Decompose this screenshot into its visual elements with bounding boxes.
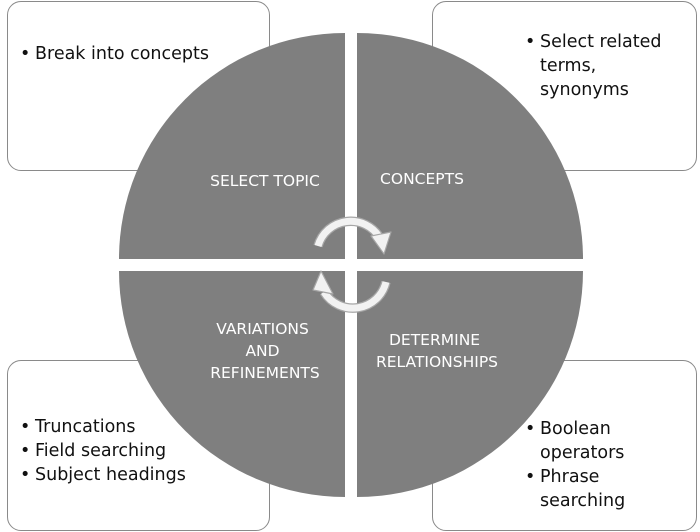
note-bullet: Break into concepts (20, 42, 209, 66)
note-bullet: Truncations (20, 415, 186, 439)
note-bullet: Select related terms, synonyms (525, 30, 690, 102)
cycle-arrow-upper-icon (313, 216, 392, 255)
note-bullet: Subject headings (20, 463, 186, 487)
quadrant-determine-relationships (357, 271, 583, 497)
label-line: DETERMINE (389, 331, 480, 349)
cycle-arrows-icon (312, 216, 392, 313)
cycle-arrow-lower-icon (312, 270, 391, 313)
label-line: RELATIONSHIPS (376, 353, 498, 371)
label-line: AND (245, 342, 279, 360)
quadrant-label-concepts: CONCEPTS (380, 170, 464, 188)
label-line: REFINEMENTS (210, 364, 320, 382)
quadrant-concepts (357, 33, 583, 259)
note-bullet: Phrase searching (525, 465, 690, 513)
label-line: VARIATIONS (216, 320, 309, 338)
label-line: CONCEPTS (380, 170, 464, 188)
label-line: SELECT TOPIC (210, 172, 320, 190)
quadrant-label-determine-relationships: DETERMINE RELATIONSHIPS (376, 331, 498, 371)
note-concepts: Select related terms, synonyms (432, 1, 697, 171)
quadrant-select-topic (119, 33, 345, 259)
quadrant-label-select-topic: SELECT TOPIC (210, 172, 320, 190)
note-bullet: Boolean operators (525, 417, 690, 465)
quadrant-variations-refinements (119, 271, 345, 497)
note-bullet: Field searching (20, 439, 186, 463)
quadrant-label-variations-refinements: VARIATIONS AND REFINEMENTS (210, 320, 320, 382)
